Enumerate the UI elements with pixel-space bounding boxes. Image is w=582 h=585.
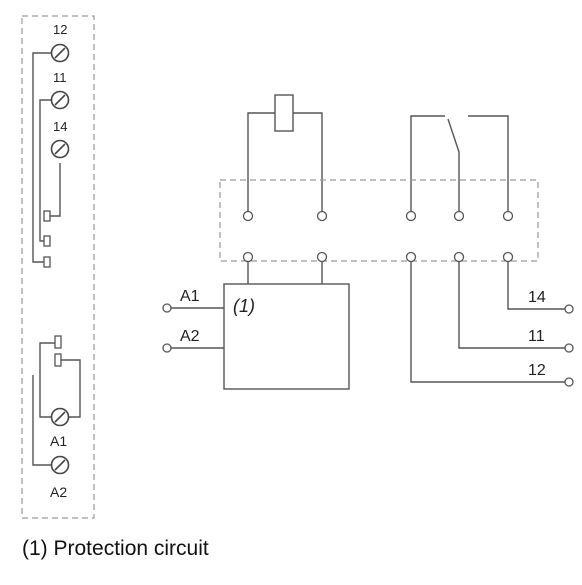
socket-terminal-top-1 [242,210,254,222]
output-label-12: 12 [528,362,546,379]
screw-terminal-14 [50,139,70,159]
wire-14 [47,163,61,217]
output-wire-12 [410,262,565,383]
socket-terminal-top-2 [316,210,328,222]
terminal-block: 12 11 14 A1 A2 [21,15,95,519]
terminal-label-11: 11 [53,70,67,85]
output-wire-14 [507,262,565,310]
contact-wire-12 [410,115,445,214]
plug-contact-12 [43,256,51,268]
input-label-a2: A2 [180,328,200,345]
coil-wire-right [293,112,323,214]
output-terminal-14 [564,304,574,314]
socket-terminal-bottom-1 [242,251,254,263]
output-label-14: 14 [528,289,546,306]
output-label-11: 11 [528,328,545,345]
socket-terminal-bottom-4 [453,251,465,263]
socket-terminal-top-4 [453,210,465,222]
output-terminal-11 [564,343,574,353]
terminal-block-outline [21,15,95,519]
input-label-a1: A1 [180,288,200,305]
wire-a2 [32,375,52,466]
coil-wire-left [247,112,275,214]
screw-terminal-11 [50,90,70,110]
relay-schematic: (1) A1 A2 14 11 12 [162,94,574,390]
output-wire-11 [458,262,565,349]
relay-socket-outline [219,179,539,262]
screw-terminal-a1 [50,407,70,427]
plug-contact-a1 [54,335,62,349]
output-terminal-12 [564,377,574,387]
input-terminal-a1 [162,303,172,313]
figure-caption: (1) Protection circuit [22,537,209,560]
wire-12 [32,52,52,263]
protection-circuit-label: (1) [233,296,255,316]
socket-terminal-top-3 [405,210,417,222]
terminal-label-12: 12 [53,22,67,37]
protection-circuit-box [223,283,350,390]
wire-a1 [39,342,55,418]
input-terminal-a2 [162,343,172,353]
wire-coil-link [58,359,81,418]
relay-coil [274,94,294,132]
plug-contact-14 [43,210,51,222]
socket-terminal-bottom-5 [502,251,514,263]
screw-terminal-12 [50,43,70,63]
plug-contact-a2 [54,353,62,367]
terminal-label-14: 14 [53,119,67,134]
screw-terminal-a2 [50,455,70,475]
contact-wire-14 [468,115,509,214]
terminal-label-a1: A1 [50,433,67,449]
terminal-label-a2: A2 [50,484,67,500]
socket-terminal-top-5 [502,210,514,222]
socket-terminal-bottom-2 [316,251,328,263]
socket-terminal-bottom-3 [405,251,417,263]
contact-blade-11 [447,118,460,214]
plug-contact-11 [43,235,51,247]
